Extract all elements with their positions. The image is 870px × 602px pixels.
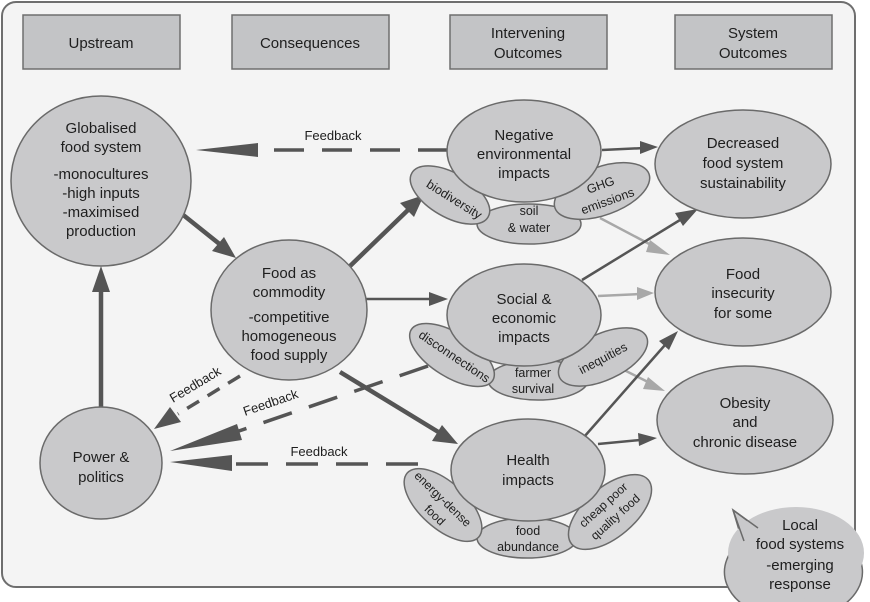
node-globalised-food-system: Globalised food system -monocultures -hi… <box>10 95 192 267</box>
arrow-health-to-obesity <box>597 433 657 446</box>
node-bullet: -competitive <box>249 309 330 326</box>
arrow-health-to-insecurity <box>583 331 678 438</box>
node-title-line: Local <box>782 517 818 534</box>
feedback-environmental-to-globalised: Feedback <box>196 128 448 157</box>
petal-label: food <box>516 524 540 538</box>
node-title-line: impacts <box>498 329 550 346</box>
node-title-line: Negative <box>494 127 553 144</box>
node-bullet: -maximised <box>63 204 140 221</box>
callout-local-food-systems: Local food systems -emerging response <box>723 507 864 602</box>
node-title-line: Social & <box>496 291 551 308</box>
node-title-line: economic <box>492 310 557 327</box>
node-title-line: sustainability <box>700 175 786 192</box>
node-health-impacts: Health impacts energy-dense food food ab… <box>403 418 653 559</box>
arrow-commodity-to-health <box>338 370 458 444</box>
header-box <box>231 14 390 70</box>
node-title-line: impacts <box>502 472 554 489</box>
node-bullet: response <box>769 576 831 593</box>
header-label-line1: Intervening <box>491 25 565 42</box>
node-bullet: homogeneous <box>241 328 336 345</box>
header-label-line2: Outcomes <box>494 45 562 62</box>
node-title-line: for some <box>714 305 772 322</box>
header-label-line1: System <box>728 25 778 42</box>
node-title-line: chronic disease <box>693 434 797 451</box>
node-bullet: production <box>66 223 136 240</box>
node-title-line: and <box>732 414 757 431</box>
node-title-line: Obesity <box>720 395 771 412</box>
node-power-and-politics: Power & politics <box>39 406 163 520</box>
arrow-globalised-to-commodity <box>180 212 236 258</box>
node-title-line: food system <box>703 155 784 172</box>
feedback-label: Feedback <box>290 444 348 459</box>
node-decreased-sustainability: Decreased food system sustainability <box>654 109 832 219</box>
node-title-line: Power & <box>73 449 130 466</box>
node-social-economic-impacts: Social & economic impacts disconnections… <box>408 263 649 401</box>
node-negative-environmental-impacts: Negative environmental impacts biodivers… <box>409 99 651 245</box>
node-title-line: food systems <box>756 536 844 553</box>
node-title-line: Health <box>506 452 549 469</box>
arrow-commodity-to-environmental <box>346 195 424 270</box>
feedback-health-to-power: Feedback <box>170 444 418 471</box>
node-title-line: environmental <box>477 146 571 163</box>
arrow-social-to-insecurity <box>597 287 654 300</box>
petal-label: abundance <box>497 540 559 554</box>
arrow-power-to-globalised <box>92 266 110 408</box>
node-bullet: -monocultures <box>53 166 148 183</box>
arrow-social-to-sustainability <box>581 209 698 282</box>
node-title-line: food system <box>61 139 142 156</box>
header-consequences: Consequences <box>231 14 390 70</box>
node-bullet: -high inputs <box>62 185 140 202</box>
node-obesity-chronic-disease: Obesity and chronic disease <box>656 365 834 475</box>
node-title-line: insecurity <box>711 285 775 302</box>
node-title-line: impacts <box>498 165 550 182</box>
header-box <box>22 14 181 70</box>
header-label: Consequences <box>260 35 360 52</box>
node-bullet: -emerging <box>766 557 834 574</box>
node-title-line: Food as <box>262 265 316 282</box>
feedback-label: Feedback <box>304 128 362 143</box>
petal-label: survival <box>512 382 554 396</box>
arrow-commodity-to-social <box>366 292 448 306</box>
node-food-insecurity: Food insecurity for some <box>654 237 832 347</box>
node-bullet: food supply <box>251 347 328 364</box>
header-box <box>674 14 833 70</box>
header-label-line2: Outcomes <box>719 45 787 62</box>
petal-label: farmer <box>515 366 551 380</box>
node-title-line: commodity <box>253 284 326 301</box>
header-box <box>449 14 608 70</box>
header-upstream: Upstream <box>22 14 181 70</box>
node-title-line: politics <box>78 469 124 486</box>
arrow-environmental-to-sustainability <box>601 141 658 154</box>
header-label: Upstream <box>68 35 133 52</box>
header-system-outcomes: System Outcomes <box>674 14 833 70</box>
node-title-line: Decreased <box>707 135 780 152</box>
petal-label: & water <box>508 221 550 235</box>
node-title-line: Food <box>726 266 760 283</box>
node-food-as-commodity: Food as commodity -competitive homogeneo… <box>210 239 368 381</box>
header-intervening-outcomes: Intervening Outcomes <box>449 14 608 70</box>
node-title-line: Globalised <box>66 120 137 137</box>
petal-label: soil <box>520 204 539 218</box>
